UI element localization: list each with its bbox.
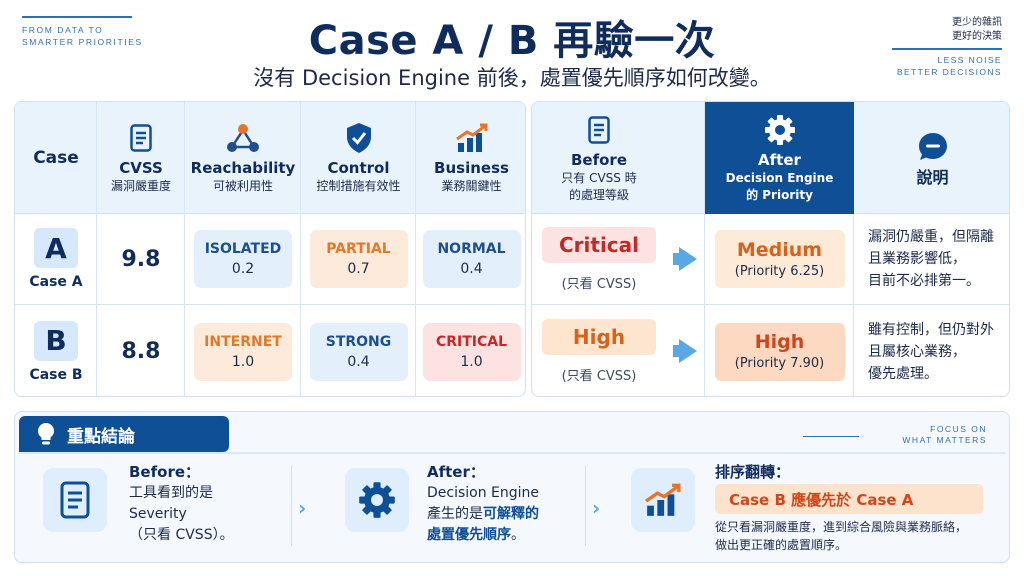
header-after-sub1: Decision Engine bbox=[725, 170, 834, 185]
case-b-cvss: 8.8 bbox=[121, 339, 161, 364]
chat-bubble-icon bbox=[918, 132, 947, 160]
tagline-right-cn2: 更好的決策 bbox=[952, 31, 1002, 42]
lightbulb-icon bbox=[38, 423, 54, 445]
header-note: 說明 bbox=[854, 102, 1009, 214]
header-control: Control 控制措施有效性 bbox=[301, 102, 416, 214]
header-control-sub: 控制措施有效性 bbox=[316, 179, 401, 193]
network-nodes-icon bbox=[227, 124, 259, 152]
arrow-right-icon bbox=[673, 247, 697, 271]
header-cvss-title: CVSS bbox=[119, 159, 163, 177]
case-a-business-chip: NORMAL 0.4 bbox=[422, 230, 521, 288]
header-before-title: Before bbox=[570, 150, 627, 169]
case-b-before: High (只看 CVSS) bbox=[532, 305, 666, 396]
header-reachability: Reachability 可被利用性 bbox=[185, 102, 301, 214]
case-b-business-chip: CRITICAL 1.0 bbox=[422, 322, 521, 381]
case-a-letter: A bbox=[34, 228, 78, 268]
header-cvss: CVSS 漏洞嚴重度 bbox=[97, 102, 185, 214]
document-icon bbox=[588, 115, 610, 144]
summary-flip-box: Case B 應優先於 Case A bbox=[715, 484, 983, 514]
header-business-sub: 業務關鍵性 bbox=[441, 179, 502, 193]
document-icon bbox=[60, 481, 90, 519]
header-case: Case bbox=[33, 147, 79, 168]
summary-after-text: After： Decision Engine 產生的是可解釋的 處置優先順序。 bbox=[427, 463, 540, 543]
header-before: Before 只有 CVSS 時 的處理等級 bbox=[532, 102, 666, 214]
case-b-reach-chip: INTERNET 1.0 bbox=[194, 322, 292, 381]
case-b-after-box: High (Priority 7.90) bbox=[714, 322, 845, 381]
header-note-title: 說明 bbox=[916, 167, 949, 187]
summary-panel: 重點結論 FOCUS ON WHAT MATTERS Before： 工具看到的… bbox=[14, 411, 1010, 563]
page-subtitle: 沒有 Decision Engine 前後，處置優先順序如何改變。 bbox=[253, 66, 771, 90]
case-a-before-level: Critical bbox=[542, 226, 656, 263]
summary-before-icon-box bbox=[43, 468, 107, 532]
tagline-right-cn1: 更少的雜訊 bbox=[952, 17, 1002, 28]
tagline-right-en2: BETTER DECISIONS bbox=[896, 67, 1002, 77]
summary-after-icon-box bbox=[345, 468, 409, 532]
gear-icon bbox=[359, 482, 395, 518]
case-a-reach-chip: ISOLATED 0.2 bbox=[194, 230, 292, 288]
focus-tagline: FOCUS ON WHAT MATTERS bbox=[803, 424, 987, 446]
case-a-label: Case A bbox=[29, 274, 83, 290]
case-b-letter: B bbox=[34, 320, 78, 361]
document-icon bbox=[130, 124, 152, 152]
shield-check-icon bbox=[346, 123, 371, 153]
header-before-sub1: 只有 CVSS 時 bbox=[561, 170, 637, 185]
header-control-title: Control bbox=[327, 159, 390, 177]
arrow-right-icon bbox=[673, 339, 697, 363]
header-after: After Decision Engine 的 Priority bbox=[705, 102, 854, 214]
case-b-label: Case B bbox=[29, 366, 83, 383]
case-b-note: 雖有控制，但仍對外 且屬核心業務， 優先處理。 bbox=[868, 321, 994, 382]
case-b-control-chip: STRONG 0.4 bbox=[309, 322, 408, 381]
case-a-before: Critical (只看 CVSS) bbox=[532, 214, 666, 304]
header-reach-title: Reachability bbox=[190, 159, 296, 177]
header-business-title: Business bbox=[434, 159, 509, 177]
case-a-note: 漏洞仍嚴重，但隔離 且業務影響低， 目前不必排第一。 bbox=[868, 229, 994, 289]
header-reach-sub: 可被利用性 bbox=[212, 179, 273, 193]
header-cvss-sub: 漏洞嚴重度 bbox=[110, 179, 171, 193]
summary-flip-label: 排序翻轉： bbox=[715, 463, 791, 481]
summary-before-text: Before： 工具看到的是 Severity （只看 CVSS）。 bbox=[129, 463, 234, 543]
summary-heading: 重點結論 bbox=[19, 416, 229, 452]
gear-icon bbox=[764, 114, 795, 145]
summary-title: 重點結論 bbox=[67, 426, 135, 447]
chevron-right-icon: › bbox=[592, 496, 601, 520]
case-a-after-box: Medium (Priority 6.25) bbox=[714, 230, 845, 288]
case-a-cell: A Case A bbox=[15, 214, 97, 304]
priority-table: Before 只有 CVSS 時 的處理等級 After Decision En… bbox=[531, 101, 1010, 397]
tagline-left-line1: FROM DATA TO bbox=[22, 25, 104, 35]
summary-flip-desc: 從只看漏洞嚴重度，進到綜合風險與業務脈絡， 做出更正確的處置順序。 bbox=[715, 520, 968, 552]
growth-chart-icon bbox=[645, 483, 681, 516]
case-b-before-note: (只看 CVSS) bbox=[561, 369, 637, 384]
case-b-cell: B Case B bbox=[15, 305, 97, 396]
summary-flip-icon-box bbox=[631, 468, 695, 532]
case-b-before-level: High bbox=[542, 319, 656, 355]
tagline-right-en1: LESS NOISE bbox=[937, 55, 1002, 65]
tagline-left: FROM DATA TO SMARTER PRIORITIES bbox=[22, 16, 143, 48]
factor-table: Case CVSS 漏洞嚴重度 Reachability 可被利用性 Contr… bbox=[14, 101, 526, 397]
header-before-sub2: 的處理等級 bbox=[568, 187, 629, 202]
header-after-title: After bbox=[758, 150, 801, 169]
tagline-left-line2: SMARTER PRIORITIES bbox=[22, 37, 143, 47]
case-a-before-note: (只看 CVSS) bbox=[561, 276, 637, 292]
tagline-right: 更少的雜訊 更好的決策 LESS NOISE BETTER DECISIONS bbox=[892, 16, 1002, 78]
growth-chart-icon bbox=[455, 123, 487, 152]
header-business: Business 業務關鍵性 bbox=[416, 102, 525, 214]
page-title: Case A / B 再驗一次 bbox=[308, 18, 716, 64]
chevron-right-icon: › bbox=[298, 496, 307, 520]
case-a-cvss: 9.8 bbox=[121, 246, 161, 272]
header-after-sub2: 的 Priority bbox=[746, 187, 813, 202]
case-a-control-chip: PARTIAL 0.7 bbox=[309, 230, 408, 288]
